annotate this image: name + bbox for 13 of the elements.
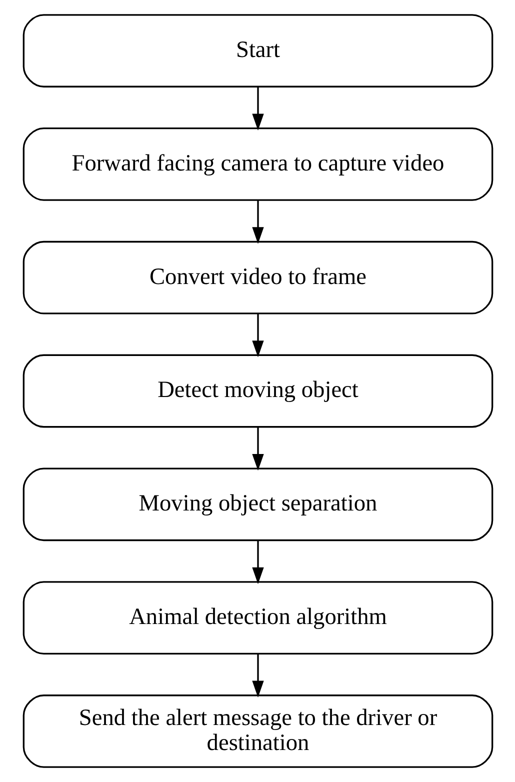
- node-box: Start: [22, 14, 493, 88]
- node-box: Forward facing camera to capture video: [22, 127, 493, 201]
- node-box: Convert video to frame: [22, 240, 493, 314]
- node-box: Detect moving object: [22, 354, 493, 428]
- arrow: [252, 426, 264, 471]
- arrow: [252, 313, 264, 358]
- node-box: Moving object separation: [22, 468, 493, 542]
- arrow: [252, 200, 264, 244]
- arrow: [252, 654, 264, 698]
- node-box: Send the alert message to the driver or destination: [22, 694, 493, 768]
- node-box: Animal detection algorithm: [22, 581, 493, 655]
- arrow: [252, 86, 264, 130]
- arrow: [252, 540, 264, 584]
